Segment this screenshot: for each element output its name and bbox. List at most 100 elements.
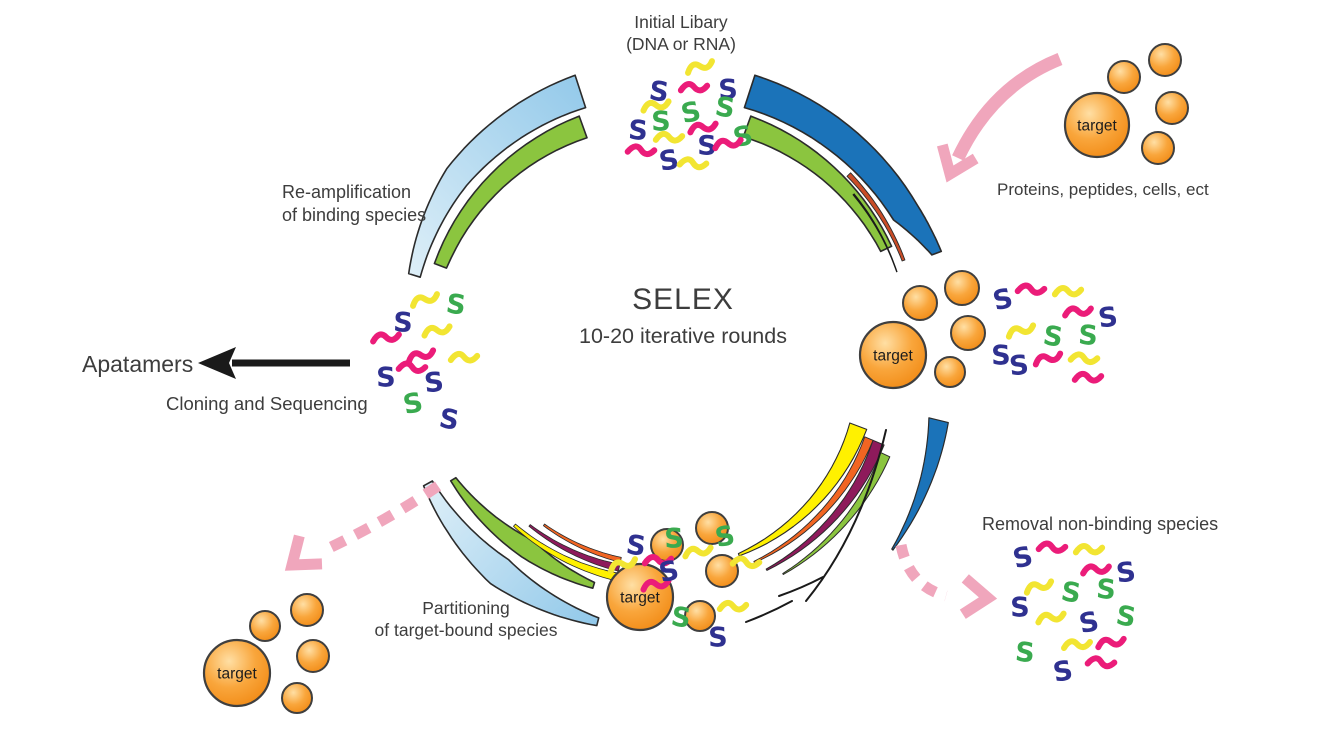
oligo-s-icon: S	[991, 340, 1011, 371]
target-sphere	[249, 610, 281, 642]
oligo-wave-icon	[1072, 543, 1106, 556]
oligo-s-icon: S	[1010, 592, 1030, 623]
oligo-s-icon: S	[651, 106, 671, 137]
stripe-topright-red	[846, 172, 906, 262]
oligo-s-icon: S	[1010, 541, 1036, 576]
oligo-wave-icon	[641, 554, 675, 567]
oligo-wave-icon	[652, 130, 686, 144]
arrow-curve	[952, 52, 1063, 161]
oligo-wave-icon	[1014, 282, 1048, 296]
target-input-cluster: target	[1063, 43, 1189, 165]
target-sphere	[1107, 60, 1141, 94]
oligo-s-icon: S	[1014, 637, 1036, 670]
oligo-s-icon: S	[423, 367, 446, 400]
partitioning-line2: of target-bound species	[374, 620, 558, 641]
target-sphere	[934, 356, 966, 388]
oligo-wave-icon	[1084, 655, 1118, 670]
arrowhead-icon	[936, 143, 979, 183]
oligo-s-icon: S	[712, 520, 737, 554]
oligo-wave-icon	[1071, 370, 1105, 384]
oligo-s-icon: S	[1077, 320, 1099, 352]
target-sphere	[695, 511, 729, 545]
target-sphere	[1148, 43, 1182, 77]
oligo-wave-icon	[729, 555, 763, 570]
target-sphere-large	[858, 320, 928, 390]
partitioning-label: Partitioning of target-bound species	[336, 597, 596, 642]
oligo-wave-icon	[716, 599, 750, 613]
target-label: target	[1077, 118, 1117, 135]
arrowhead-icon	[959, 574, 998, 619]
target-bound-cluster: target	[605, 511, 739, 632]
band-topright-blue	[743, 74, 943, 256]
band-topright-green	[742, 115, 893, 253]
oligo-wave-icon	[685, 58, 715, 76]
oligo-wave-icon	[1005, 322, 1037, 340]
band-botright-orange	[753, 436, 874, 564]
stripe-botleft-orange	[543, 523, 622, 563]
oligo-wave-icon	[410, 291, 440, 309]
oligo-wave-icon	[405, 347, 437, 365]
target-sphere	[684, 600, 716, 632]
oligo-wave-icon	[1062, 305, 1094, 319]
oligo-wave-icon	[1051, 285, 1085, 298]
oligo-s-icon: S	[1095, 574, 1117, 606]
oligo-s-icon: S	[708, 622, 728, 653]
arrow-curve	[324, 481, 442, 554]
target-label: target	[873, 348, 913, 365]
initial-library-line2: (DNA or RNA)	[626, 34, 736, 55]
oligo-wave-icon	[370, 331, 402, 345]
oligo-s-icon: S	[400, 387, 425, 421]
target-label: target	[620, 590, 660, 607]
target-sphere	[296, 639, 330, 673]
selex-center-label: SELEX 10-20 iterative rounds	[548, 281, 818, 351]
selex-subtitle: 10-20 iterative rounds	[579, 324, 787, 349]
oligo-s-icon: S	[437, 403, 462, 437]
oligo-s-icon: S	[718, 74, 739, 106]
reamplification-line2: of binding species	[282, 205, 427, 226]
oligo-wave-icon	[608, 556, 638, 574]
oligo-wave-icon	[1035, 610, 1067, 626]
oligo-wave-icon	[1032, 350, 1064, 368]
proteins-caption: Proteins, peptides, cells, ect	[997, 180, 1209, 199]
oligo-s-icon: S	[376, 362, 396, 393]
target-sphere-large	[1063, 91, 1131, 159]
cloning-label: Cloning and Sequencing	[166, 393, 368, 414]
target-output-cluster: target	[202, 593, 330, 714]
arrow-partition-output	[284, 481, 442, 571]
oligo-wave-icon	[1080, 563, 1112, 577]
oligo-s-icon: S	[1114, 556, 1137, 589]
oligo-s-icon: S	[624, 529, 648, 562]
target-sphere	[944, 270, 980, 306]
band-topleft-green	[433, 115, 588, 269]
oligo-s-icon: S	[1096, 301, 1119, 334]
target-sphere	[1155, 91, 1189, 125]
band-botright-blue	[891, 417, 949, 551]
oligo-wave-icon	[712, 136, 744, 152]
oligo-wave-icon	[640, 98, 672, 114]
oligo-wave-icon	[421, 323, 453, 339]
oligo-wave-icon	[677, 81, 711, 94]
removal-label: Removal non-binding species	[982, 514, 1219, 534]
arrow-curve	[895, 543, 948, 602]
oligo-wave-icon	[395, 360, 429, 374]
oligo-s-icon: S	[1008, 350, 1031, 383]
oligo-s-icon: S	[444, 288, 468, 321]
target-sphere	[902, 285, 938, 321]
target-sphere-large	[605, 562, 675, 632]
oligo-wave-icon	[1023, 578, 1055, 596]
oligo-s-icon: S	[392, 307, 413, 339]
oligo-s-icon: S	[664, 523, 685, 555]
arrow-aptamers	[198, 347, 350, 379]
oligo-wave-icon	[1095, 635, 1127, 651]
band-botright-yellow	[737, 422, 868, 557]
band-botleft-lightblue	[422, 480, 600, 627]
arrow-target-input	[936, 52, 1063, 183]
oligo-s-icon: S	[627, 115, 649, 147]
arrowhead-icon	[198, 347, 236, 379]
